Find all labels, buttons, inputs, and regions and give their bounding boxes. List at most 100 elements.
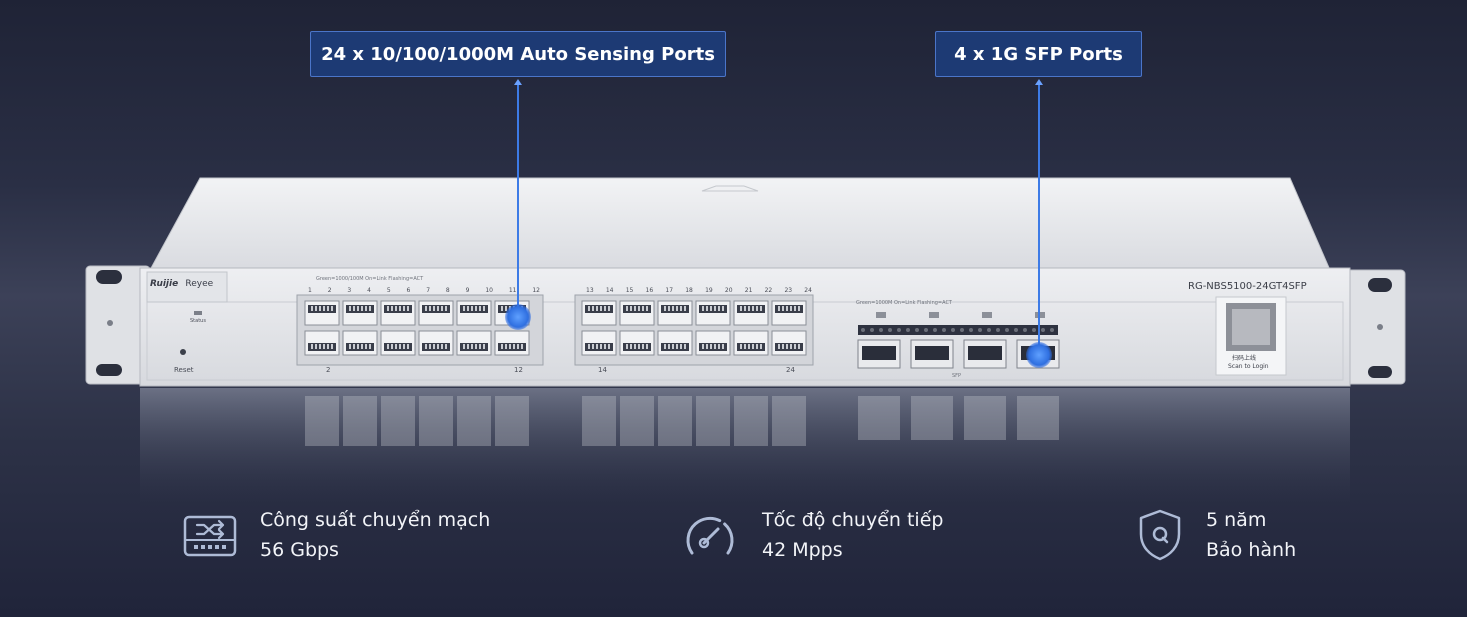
rj45-left-port [380, 300, 416, 326]
speedometer-icon [686, 516, 734, 555]
port-number: 14 [605, 287, 614, 294]
sfp-led-dot [951, 328, 955, 332]
sfp-led-dot [906, 328, 910, 332]
reflection-port [658, 396, 692, 446]
reflection-port [696, 396, 730, 446]
rj45-right-port [581, 330, 617, 356]
port-number: 1 [308, 287, 312, 294]
sfp-callout-text: 4 x 1G SFP Ports [954, 43, 1123, 65]
reflection-port [620, 396, 654, 446]
sfp-led-dot [987, 328, 991, 332]
port-number: 23 [784, 287, 793, 294]
port-number: 10 [485, 287, 493, 294]
rj45-left-port [418, 300, 454, 326]
sfp-led [1035, 312, 1045, 318]
rj45-left-port [456, 330, 492, 356]
ports-highlight-dot [505, 304, 531, 330]
reflection-port [419, 396, 453, 446]
sfp-led-dot [924, 328, 928, 332]
feature-forwarding-title: Tốc độ chuyển tiếp [762, 509, 944, 531]
port-number: 8 [445, 287, 450, 294]
port-number: 17 [665, 287, 674, 294]
feature-forwarding-text: Tốc độ chuyển tiếp 42 Mpps [762, 505, 943, 565]
sfp-led-dot [870, 328, 874, 332]
rj45-right-port [657, 300, 693, 326]
port-number: 9 [465, 287, 470, 294]
port-label-24: 24 [786, 366, 795, 374]
rj45-right-port [657, 330, 693, 356]
feature-forwarding-value: 42 Mpps [762, 539, 843, 561]
reflection-port [1017, 396, 1059, 440]
port-number: 19 [705, 287, 713, 294]
rj45-right-port [619, 330, 655, 356]
sfp-led-dot [897, 328, 901, 332]
rj45-left-port [342, 330, 378, 356]
port-number: 21 [744, 287, 753, 294]
reflection-port [495, 396, 529, 446]
sfp-led-dot [915, 328, 919, 332]
sfp-led [876, 312, 886, 318]
port-label-12: 12 [514, 366, 523, 374]
rj45-left-port [304, 300, 340, 326]
feature-warranty-text: 5 năm Bảo hành [1206, 505, 1296, 565]
ports-leader-arrow [514, 79, 522, 85]
feature-switching-capacity: Công suất chuyển mạch 56 Gbps [182, 505, 490, 565]
sub-brand-name: Reyee [185, 279, 214, 289]
rj45-right-port [771, 300, 807, 326]
port-number: 7 [426, 287, 431, 294]
sfp-led-dot [888, 328, 892, 332]
port-label-14: 14 [598, 366, 607, 374]
sfp-port [963, 339, 1007, 369]
rj45-right-port [619, 300, 655, 326]
port-number: 11 [508, 287, 517, 294]
qr-caption-cn: 扫码上线 [1232, 355, 1257, 362]
feature-capacity-text: Công suất chuyển mạch 56 Gbps [260, 505, 490, 565]
rj45-left-port [380, 330, 416, 356]
port-number: 12 [532, 287, 540, 294]
feature-warranty-value: Bảo hành [1206, 539, 1297, 561]
rj45-right-port [733, 330, 769, 356]
sfp-leader-line [1038, 84, 1040, 354]
reflection-port [734, 396, 768, 446]
rj45-left-port [494, 330, 530, 356]
sfp-port [910, 339, 954, 369]
model-label: RG-NBS5100-24GT4SFP [1188, 281, 1307, 292]
ports-leader-line [517, 84, 519, 316]
reflection-port [343, 396, 377, 446]
rj45-right-port [733, 300, 769, 326]
rj45-right-port [695, 300, 731, 326]
port-number: 2 [327, 287, 332, 294]
sfp-led-dot [1005, 328, 1009, 332]
port-number: 16 [645, 287, 654, 294]
switch-capacity-icon [183, 515, 237, 557]
sfp-led [929, 312, 939, 318]
reflection-port [381, 396, 415, 446]
sfp-led-dot [1023, 328, 1027, 332]
port-number: 3 [347, 287, 352, 294]
qr-caption-en: Scan to Login [1228, 363, 1269, 370]
rj45-right-port [771, 330, 807, 356]
sfp-port [857, 339, 901, 369]
sfp-label: SFP [952, 373, 962, 379]
sfp-callout: 4 x 1G SFP Ports [935, 31, 1142, 77]
reflection-port [911, 396, 953, 440]
sfp-led-dot [996, 328, 1000, 332]
port-number: 18 [685, 287, 693, 294]
reset-label: Reset [174, 366, 194, 374]
sfp-led [982, 312, 992, 318]
brand-name: Ruijie [150, 279, 179, 289]
sfp-highlight-dot [1026, 342, 1052, 368]
port-number: 24 [804, 287, 812, 294]
port-number: 6 [406, 287, 411, 294]
reflection-port [772, 396, 806, 446]
feature-row: Công suất chuyển mạch 56 Gbps Tốc độ chu… [0, 505, 1467, 585]
rj45-right-port [581, 300, 617, 326]
sfp-led-dot [969, 328, 973, 332]
sfp-led-dot [1050, 328, 1054, 332]
feature-capacity-title: Công suất chuyển mạch [260, 509, 491, 531]
feature-warranty-title: 5 năm [1206, 509, 1267, 531]
brand-logo: Ruijie Reyee [150, 279, 213, 289]
